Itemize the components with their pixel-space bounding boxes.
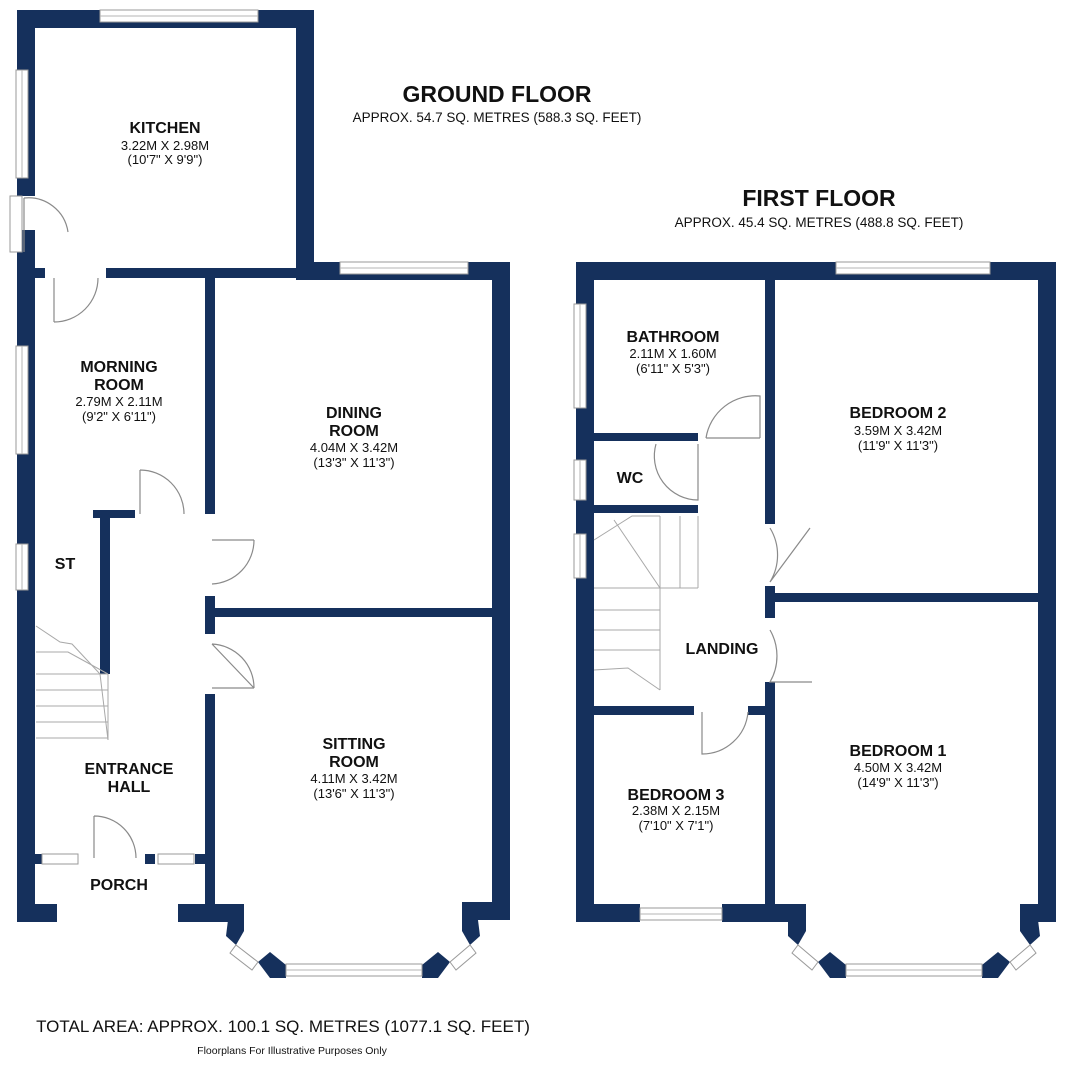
room-name: ROOM: [329, 423, 379, 440]
room-dims: (14'9" X 11'3"): [857, 775, 938, 790]
room-name: DINING: [326, 405, 382, 422]
first-floor-area: APPROX. 45.4 SQ. METRES (488.8 SQ. FEET): [675, 215, 964, 230]
room-dims: 4.04M X 3.42M: [310, 440, 398, 455]
room-name: ROOM: [94, 377, 144, 394]
ground-floor-stairs: [35, 625, 109, 741]
room-name: LANDING: [686, 641, 759, 658]
ground-floor-title: GROUND FLOOR: [402, 81, 591, 107]
first-floor-plan: FIRST FLOOR APPROX. 45.4 SQ. METRES (488…: [573, 185, 1056, 978]
room-name: BATHROOM: [626, 329, 719, 346]
room-name: ST: [55, 556, 76, 573]
room-dims: (6'11" X 5'3"): [636, 361, 710, 376]
room-dims: 3.59M X 3.42M: [854, 423, 942, 438]
room-dims: 3.22M X 2.98M: [121, 138, 209, 153]
ground-floor-windows: [15, 9, 477, 977]
room-dims: 2.38M X 2.15M: [632, 803, 720, 818]
room-name: WC: [617, 470, 644, 487]
first-floor-title: FIRST FLOOR: [742, 185, 896, 211]
disclaimer: Floorplans For Illustrative Purposes Onl…: [197, 1045, 387, 1057]
room-dims: (9'2" X 6'11"): [82, 409, 156, 424]
first-floor-stairs: [593, 515, 699, 691]
first-floor-doors: [653, 395, 812, 755]
first-floor-labels: FIRST FLOOR APPROX. 45.4 SQ. METRES (488…: [617, 185, 964, 833]
room-name: BEDROOM 2: [850, 405, 947, 422]
room-dims: (13'3" X 11'3"): [313, 455, 394, 470]
room-dims: 4.50M X 3.42M: [854, 760, 942, 775]
room-name: BEDROOM 1: [850, 743, 947, 760]
first-floor-walls: [576, 262, 1056, 978]
room-dims: 2.11M X 1.60M: [629, 346, 716, 361]
room-dims: (13'6" X 11'3"): [313, 786, 394, 801]
room-name: BEDROOM 3: [628, 787, 725, 804]
total-area: TOTAL AREA: APPROX. 100.1 SQ. METRES (10…: [36, 1017, 530, 1036]
room-name: ENTRANCE: [85, 761, 174, 778]
room-name: PORCH: [90, 877, 148, 894]
room-dims: 4.11M X 3.42M: [310, 771, 397, 786]
ground-floor-doors: [9, 195, 255, 859]
ground-floor-labels: GROUND FLOOR APPROX. 54.7 SQ. METRES (58…: [55, 81, 642, 894]
room-name: HALL: [108, 779, 151, 796]
room-dims: (7'10" X 7'1"): [639, 818, 714, 833]
room-name: ROOM: [329, 754, 379, 771]
ground-floor-area: APPROX. 54.7 SQ. METRES (588.3 SQ. FEET): [353, 110, 642, 125]
room-dims: (10'7" X 9'9"): [128, 152, 203, 167]
room-name: SITTING: [322, 736, 385, 753]
ground-floor-walls: [17, 10, 510, 978]
room-dims: 2.79M X 2.11M: [75, 394, 162, 409]
room-name: KITCHEN: [129, 120, 200, 137]
first-floor-windows: [573, 261, 1037, 977]
ground-floor-plan: GROUND FLOOR APPROX. 54.7 SQ. METRES (58…: [9, 9, 642, 978]
room-dims: (11'9" X 11'3"): [858, 438, 938, 453]
room-name: MORNING: [80, 359, 157, 376]
